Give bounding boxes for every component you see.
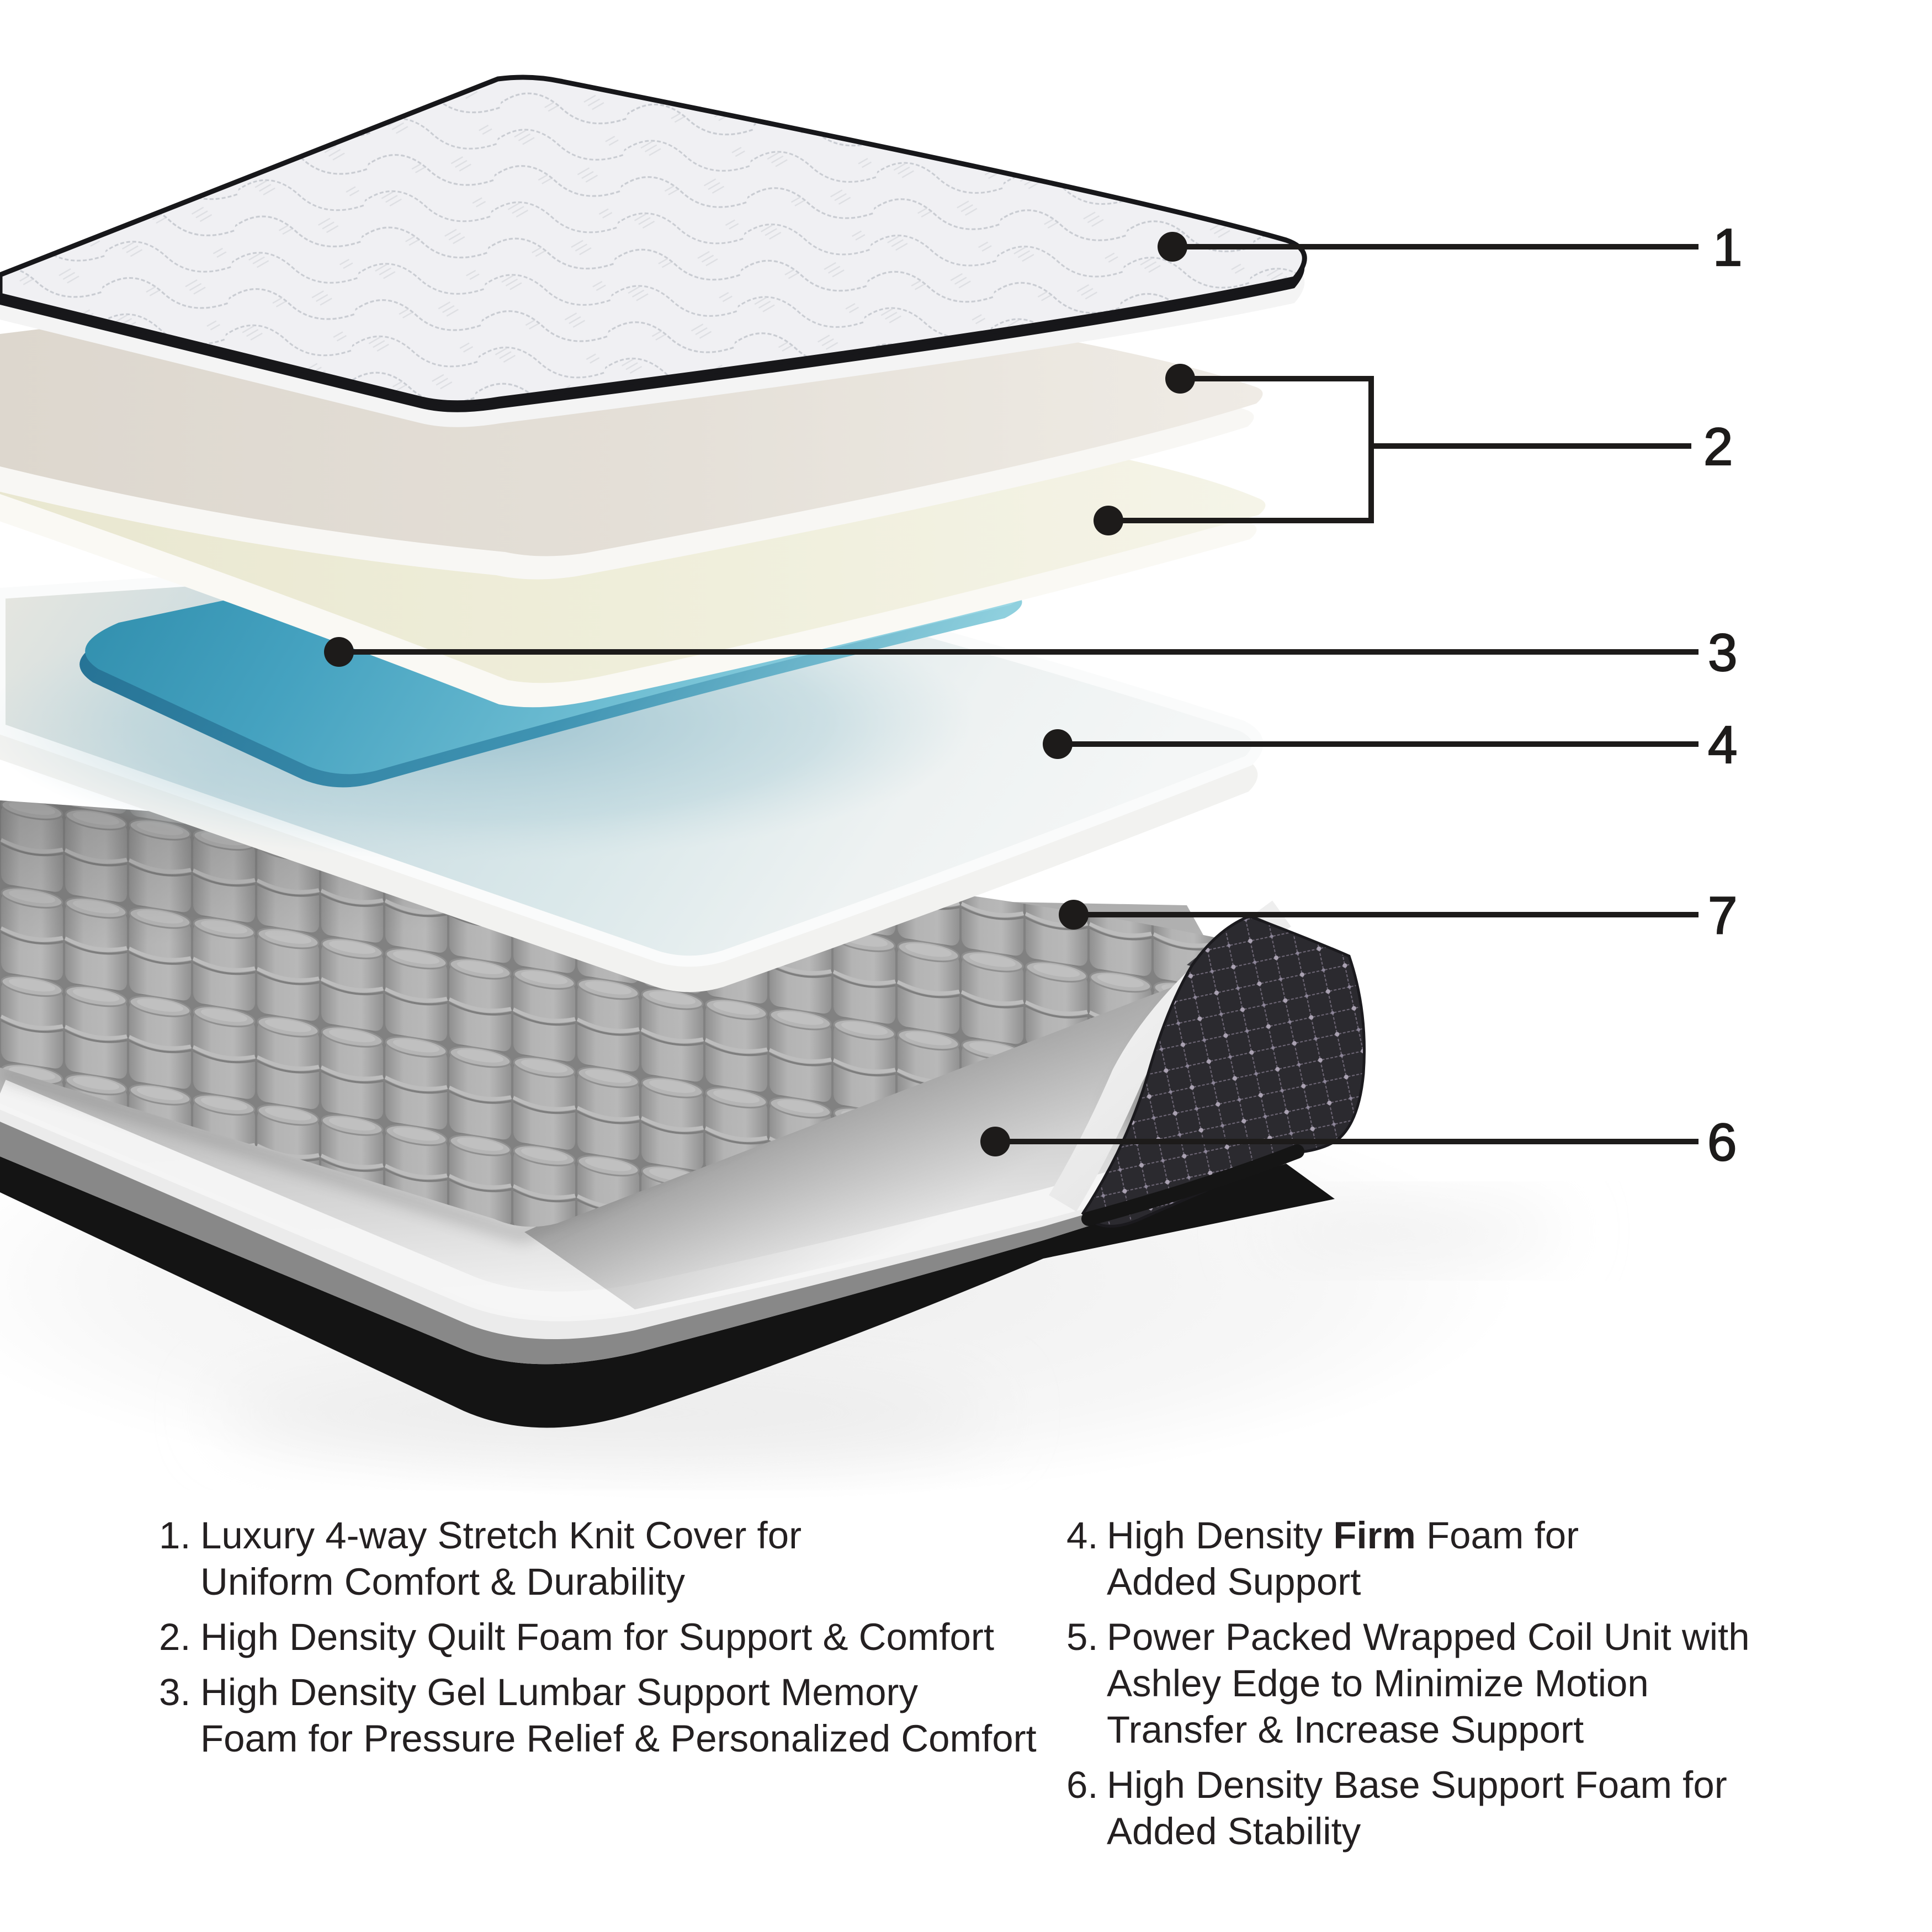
svg-text:Foam for Pressure Relief & Per: Foam for Pressure Relief & Personalized … — [200, 1717, 1037, 1760]
svg-text:Luxury 4-way Stretch Knit Cove: Luxury 4-way Stretch Knit Cover for — [200, 1514, 802, 1557]
svg-text:2: 2 — [1703, 417, 1733, 476]
svg-text:5.: 5. — [1066, 1616, 1098, 1658]
svg-text:3.: 3. — [159, 1671, 191, 1713]
svg-text:Uniform Comfort & Durability: Uniform Comfort & Durability — [200, 1561, 686, 1603]
svg-text:Transfer & Increase Support: Transfer & Increase Support — [1107, 1708, 1584, 1751]
svg-text:4: 4 — [1708, 715, 1737, 774]
svg-text:4.: 4. — [1066, 1514, 1098, 1557]
svg-text:High Density Base Support Foam: High Density Base Support Foam for — [1107, 1764, 1727, 1806]
svg-text:1: 1 — [1713, 218, 1742, 277]
svg-text:6.: 6. — [1066, 1764, 1098, 1806]
svg-text:Added Stability: Added Stability — [1107, 1810, 1361, 1853]
svg-text:Power Packed Wrapped Coil Unit: Power Packed Wrapped Coil Unit with — [1107, 1616, 1750, 1658]
svg-text:Ashley Edge to Minimize Motion: Ashley Edge to Minimize Motion — [1107, 1662, 1649, 1705]
svg-text:High Density Firm Foam for: High Density Firm Foam for — [1107, 1514, 1579, 1557]
svg-text:Added Support: Added Support — [1107, 1561, 1361, 1603]
svg-text:High Density Quilt Foam for Su: High Density Quilt Foam for Support & Co… — [200, 1616, 994, 1658]
svg-text:2.: 2. — [159, 1616, 191, 1658]
svg-text:High Density Gel Lumbar Suppor: High Density Gel Lumbar Support Memory — [200, 1671, 919, 1713]
svg-text:7: 7 — [1708, 886, 1737, 945]
svg-text:3: 3 — [1708, 623, 1737, 682]
svg-text:1.: 1. — [159, 1514, 191, 1557]
svg-text:6: 6 — [1707, 1113, 1737, 1172]
